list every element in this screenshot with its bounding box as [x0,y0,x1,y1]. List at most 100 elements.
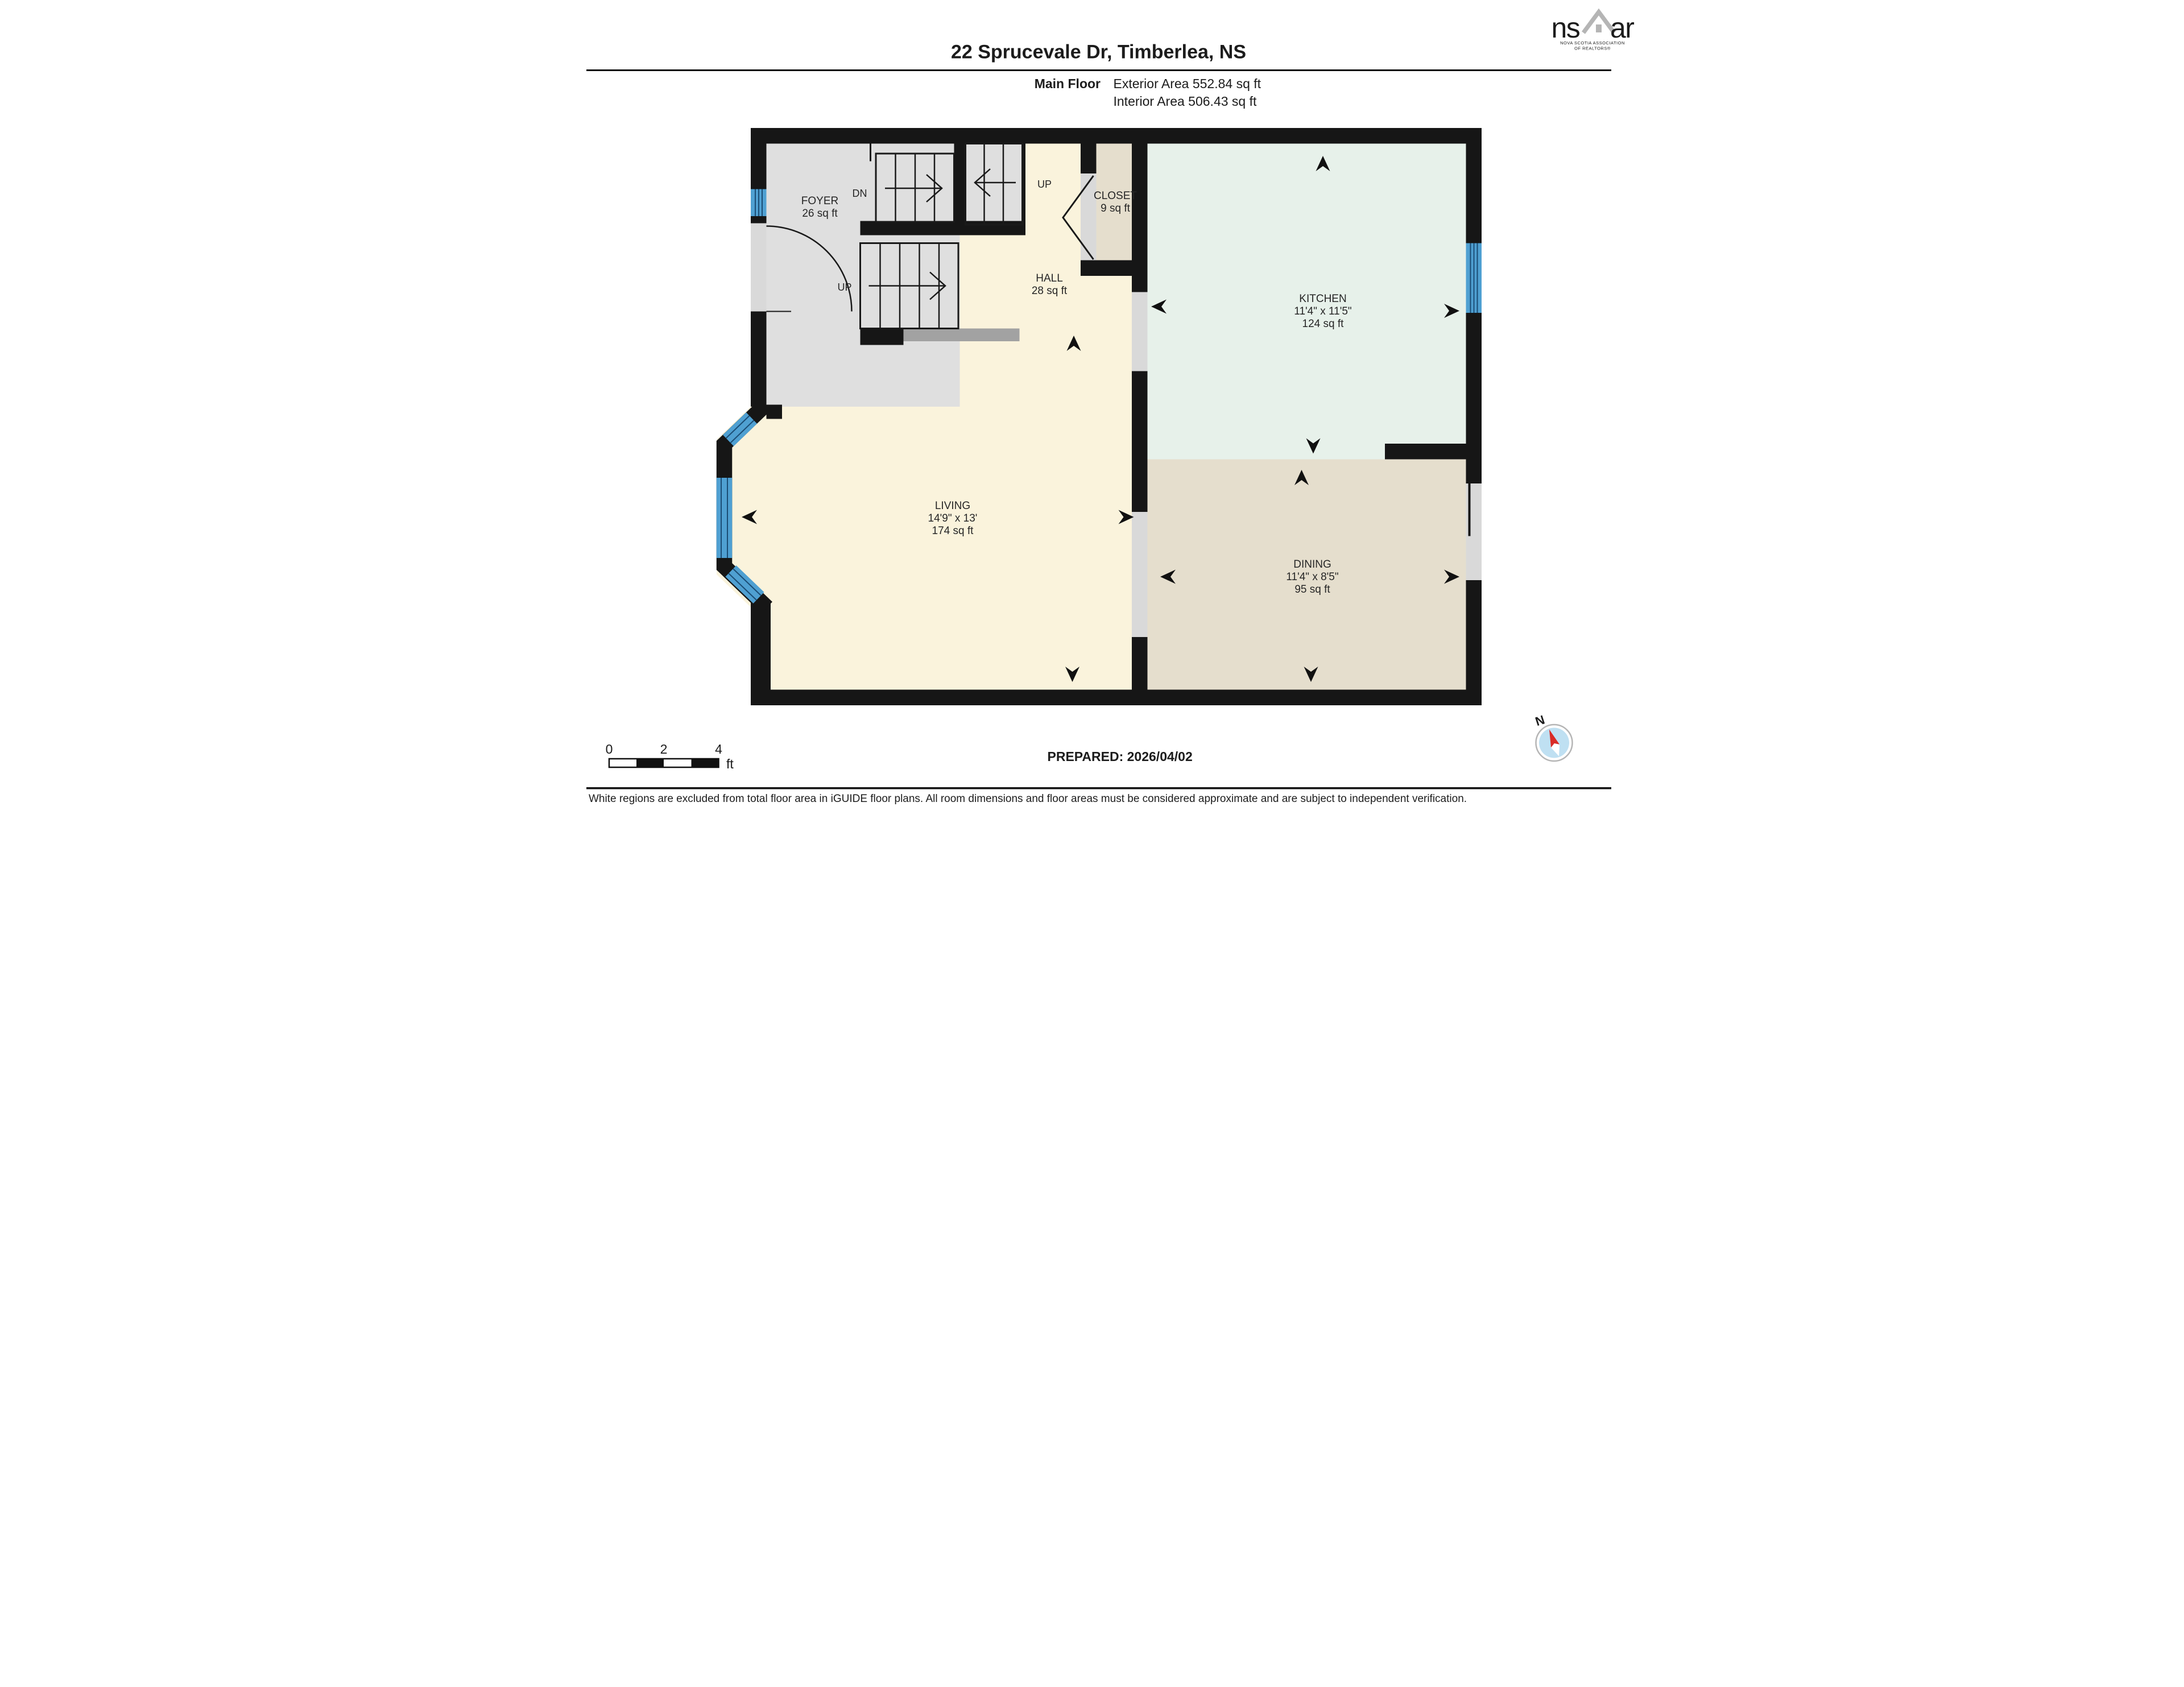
arrow-up-icon [1066,336,1081,351]
wall-left-1 [751,128,767,189]
stair-railing [903,328,1020,341]
living-dining-opening [1132,512,1148,637]
stairs-up-upper-arrowhead [974,168,991,197]
kitchen-floor [1147,143,1466,460]
windows [716,189,1482,603]
compass-needle-south [1551,743,1560,756]
bay-window-top-mullion [725,415,750,439]
room-labels: FOYER 26 sq ft DN UP UP HALL 28 sq ft CL… [801,179,1352,596]
walls [716,128,1482,705]
foyer-area: 26 sq ft [802,208,838,220]
stairs-up-upper-box [965,143,1023,226]
foyer-floor [766,143,960,407]
logo-ns-text: ns [1552,12,1580,44]
arrow-up-icon [1294,470,1309,485]
page-title: 22 Sprucevale Dr, Timberlea, NS [951,42,1246,63]
compass-needle-icon [1549,729,1560,756]
kitchen-label: KITCHEN [1299,293,1346,305]
prepared-date: PREPARED: 2026/04/02 [1048,749,1193,764]
arrow-left-icon [1160,569,1176,584]
scale-unit: ft [726,756,734,771]
logo-roof-icon [1581,8,1616,34]
logo-ar-text: ar [1610,12,1634,44]
arrow-down-icon [1065,667,1079,682]
floor-label: Main Floor [1035,76,1101,91]
closet-floor [1096,143,1132,261]
wall-right-lower [1466,580,1482,690]
arrow-down-icon [1306,438,1321,454]
hall-area: 28 sq ft [1032,285,1068,297]
closet-area: 9 sq ft [1101,202,1130,214]
wall-left-3 [751,311,767,407]
doors [766,175,1471,536]
compass-needle-north [1549,729,1560,748]
kitchen-dims: 11'4" x 11'5" [1294,305,1351,317]
dining-slider-panel [1468,483,1471,536]
arrow-up-icon [1316,156,1330,171]
living-dims: 14'9" x 13' [928,512,978,524]
lower-stair-end-wall [860,328,904,345]
logo-subtitle-1: NOVA SCOTIA ASSOCIATION [1560,40,1625,46]
interior-area-label: Interior Area 506.43 sq ft [1114,94,1257,109]
arrow-left-icon [742,510,757,524]
floor-plan-page: 22 Sprucevale Dr, Timberlea, NS Main Flo… [546,0,1638,844]
arrow-down-icon [1304,667,1318,682]
wall-middle-lower [1132,637,1148,690]
arrow-right-icon [1444,304,1459,318]
stairs-down [875,152,955,223]
wall-right-middle [1466,313,1482,483]
wall-middle-center [1132,371,1148,512]
kitchen-area: 124 sq ft [1302,318,1345,330]
kitchen-doorway-opening [1132,292,1148,371]
disclaimer-text: White regions are excluded from total fl… [589,793,1467,805]
camera-arrows [742,156,1459,682]
stairs-up-lower [859,242,959,329]
arrow-right-icon [1444,569,1459,584]
scale-four: 4 [715,742,722,756]
wall-stub-line [870,143,871,162]
header: 22 Sprucevale Dr, Timberlea, NS Main Flo… [586,42,1611,109]
arrow-left-icon [1151,299,1167,314]
wall-left-4 [751,603,771,690]
upper-stair-floor [965,143,1025,226]
wall-openings [751,173,1482,637]
exterior-area-label: Exterior Area 552.84 sq ft [1114,76,1261,91]
room-floors [717,143,1466,690]
bay-window-top-mullion [730,420,755,444]
dining-label: DINING [1293,559,1331,570]
entry-door-opening [751,223,767,312]
logo-door-icon [1596,24,1602,32]
stairs-up-upper [965,143,1023,226]
stairs-up-upper-label: UP [1037,179,1052,190]
dining-dims: 11'4" x 8'5" [1286,571,1338,583]
entry-door-swing-arc [766,225,853,312]
stair-landing-wall [860,221,1025,235]
header-rule [586,69,1611,71]
dining-area: 95 sq ft [1294,584,1330,596]
compass-north-label: N [1533,713,1546,729]
bay-window-bottom-mullion [728,573,757,601]
hall-label: HALL [1036,272,1063,284]
closet-left-wall [1081,143,1097,173]
nsar-logo: ns ar NOVA SCOTIA ASSOCIATION OF REALTOR… [1552,8,1635,51]
logo-subtitle-2: OF REALTORS® [1574,46,1611,51]
wall-top [751,128,1482,144]
stairs-up-lower-box [859,242,959,329]
closet-label: CLOSET [1094,190,1137,202]
foyer-label: FOYER [801,195,838,207]
bay-window-bottom [725,565,764,603]
stair-divider-wall [954,143,966,224]
footer-rule [586,787,1611,789]
closet-door-opening [1081,173,1097,261]
bay-window-top [722,412,758,446]
floor-plan-canvas: 22 Sprucevale Dr, Timberlea, NS Main Flo… [586,8,1635,805]
compass: N [1533,713,1573,762]
wall-left-2 [751,216,767,224]
stairs-dn-label: DN [853,188,867,199]
wall-bottom [751,689,1482,705]
stairs-up-lower-arrowhead [929,271,946,300]
upper-stair-edge-line [1023,143,1025,226]
closet-bifold-door [1062,175,1094,260]
living-area: 174 sq ft [932,525,974,537]
wall-right-upper [1466,128,1482,243]
